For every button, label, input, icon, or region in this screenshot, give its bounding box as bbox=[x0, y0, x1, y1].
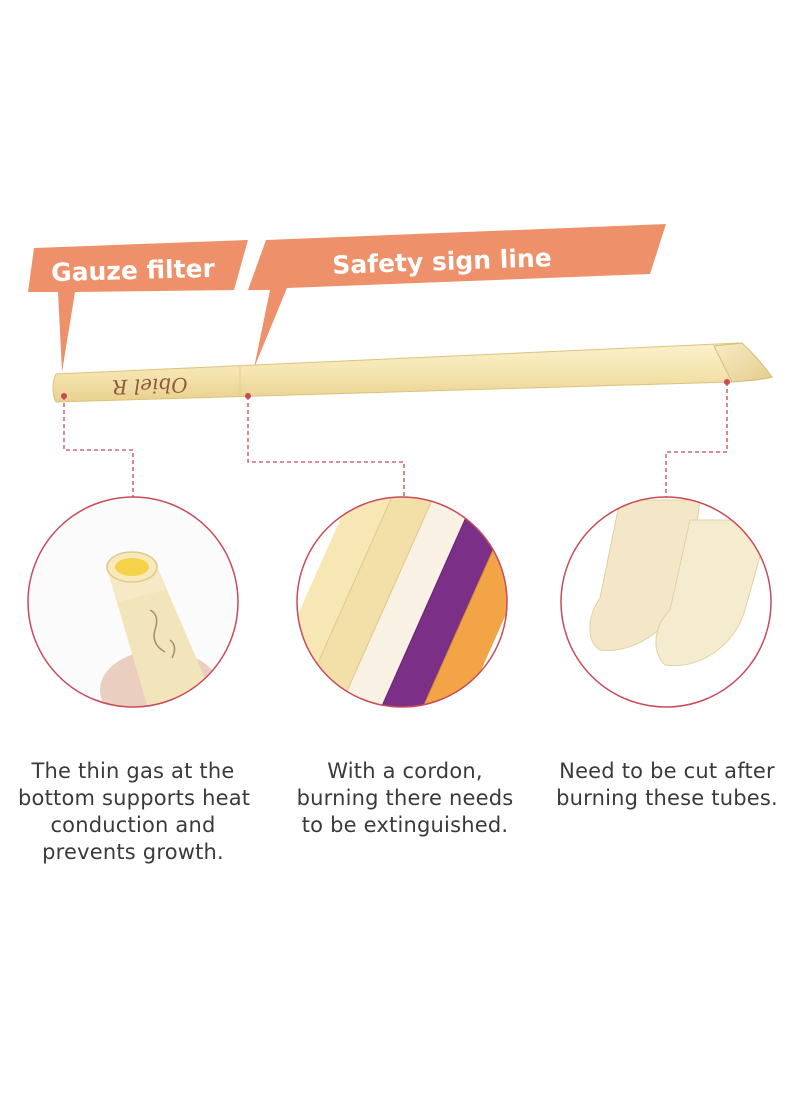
marker-dot-gauze bbox=[61, 393, 67, 399]
circle-border-3 bbox=[560, 496, 772, 708]
caption-line: to be extinguished. bbox=[301, 813, 509, 837]
safety-sign-line-banner bbox=[248, 224, 666, 368]
caption-cordon: With a cordon, burning there needs to be… bbox=[287, 758, 523, 839]
detail-circle-tips bbox=[560, 496, 772, 708]
marker-dot-tip bbox=[724, 379, 730, 385]
caption-line: conduction and bbox=[50, 813, 216, 837]
gauze-filter-label: Gauze filter bbox=[28, 240, 248, 372]
marker-dot-safety bbox=[245, 393, 251, 399]
caption-line: prevents growth. bbox=[42, 840, 224, 864]
detail-circle-filter bbox=[27, 496, 239, 708]
caption-filter: The thin gas at the bottom supports heat… bbox=[18, 758, 251, 866]
leader-line-tip bbox=[665, 382, 728, 497]
caption-line: burning there needs bbox=[296, 786, 514, 810]
gauze-filter-banner bbox=[28, 240, 248, 372]
leader-lines bbox=[63, 382, 728, 497]
gauze-filter-text: Gauze filter bbox=[51, 254, 216, 287]
circle-border-2 bbox=[296, 496, 508, 708]
caption-line: bottom supports heat bbox=[18, 786, 251, 810]
caption-line: The thin gas at the bbox=[31, 759, 235, 783]
leader-line-gauze bbox=[63, 396, 134, 497]
safety-sign-line-label: Safety sign line bbox=[248, 224, 666, 368]
detail-circle-colors bbox=[296, 496, 508, 708]
caption-line: With a cordon, bbox=[327, 759, 483, 783]
candle-cut-tip bbox=[713, 342, 773, 383]
caption-line: Need to be cut after bbox=[559, 759, 775, 783]
caption-cut: Need to be cut after burning these tubes… bbox=[550, 758, 784, 812]
candle-brand-print: Obiel R bbox=[112, 373, 188, 400]
circle-border-1 bbox=[27, 496, 239, 708]
caption-line: burning these tubes. bbox=[556, 786, 778, 810]
leader-line-safety bbox=[247, 396, 405, 497]
ear-candle: Obiel R bbox=[52, 342, 773, 403]
